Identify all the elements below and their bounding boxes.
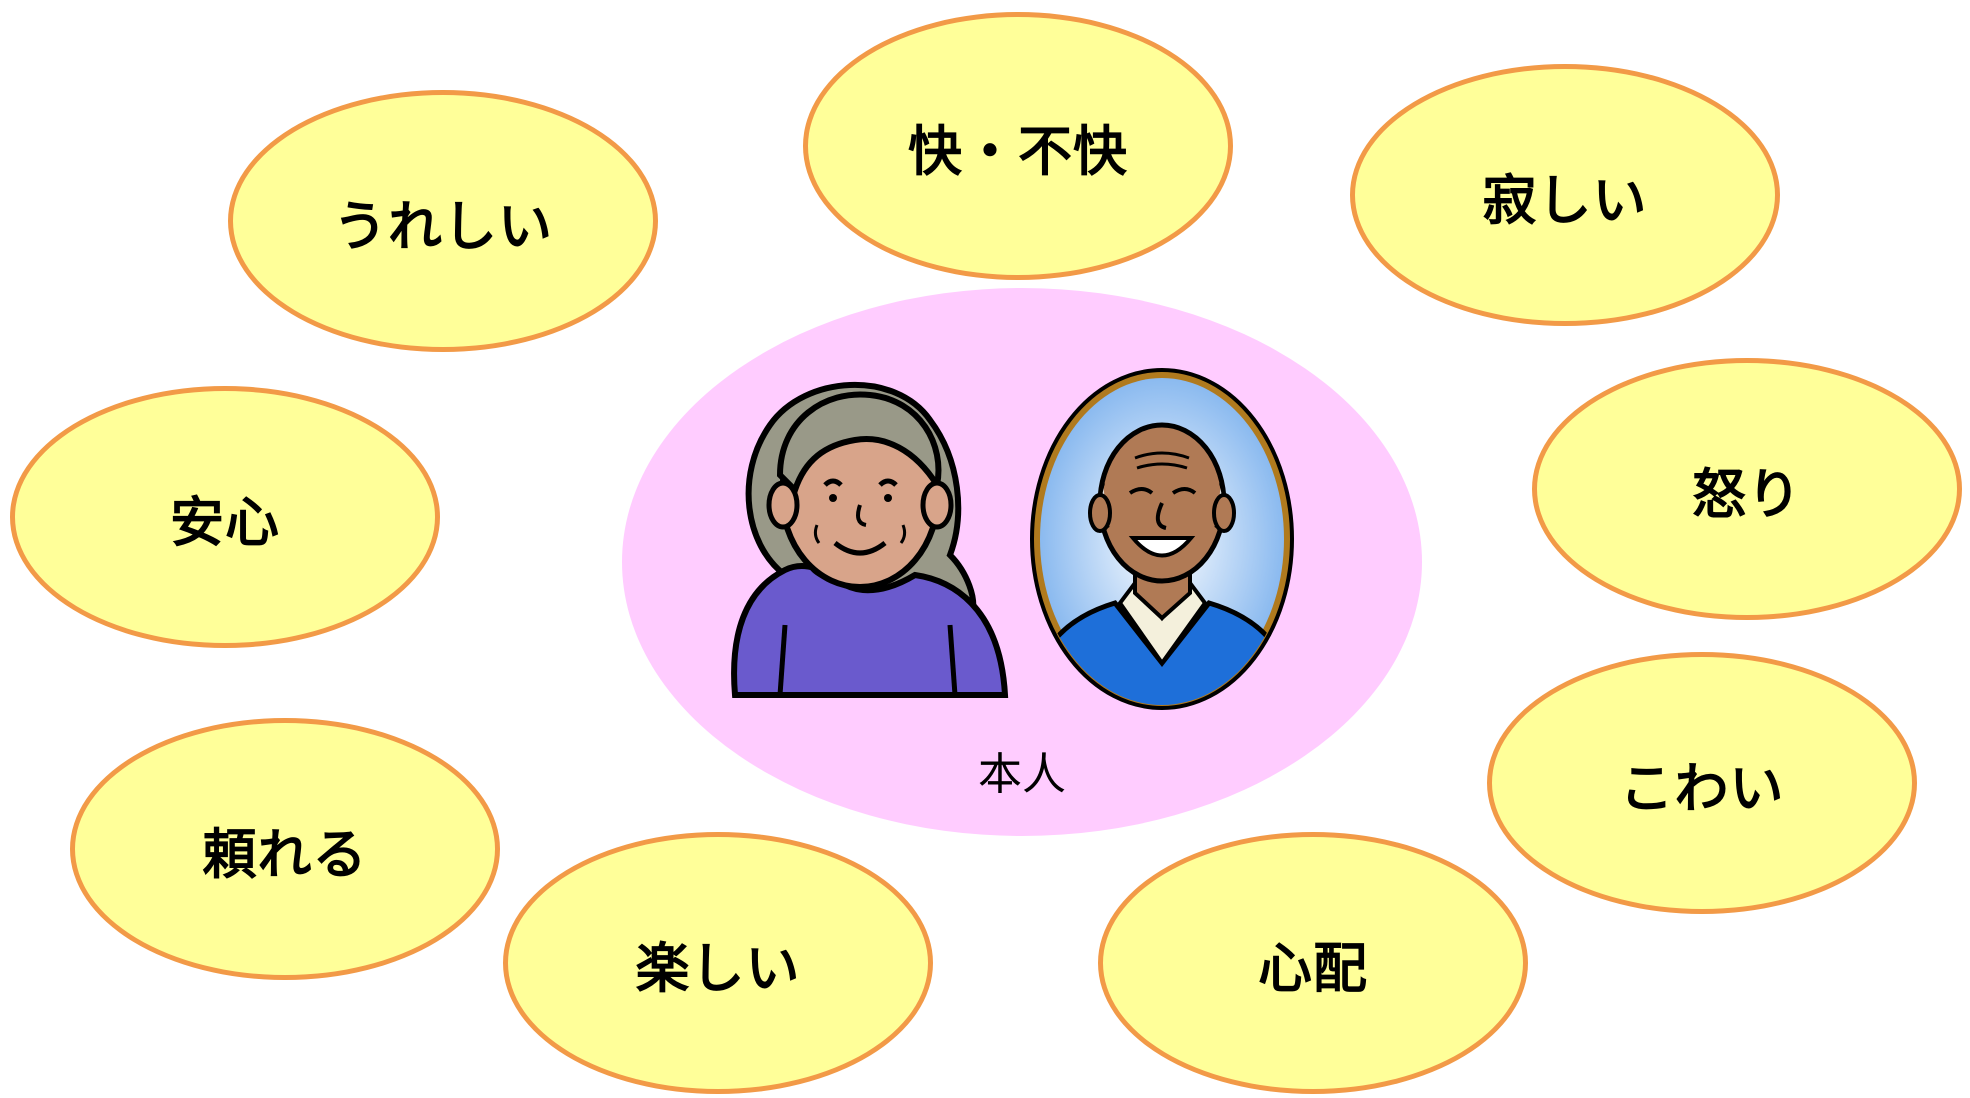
emotion-label: 快・不快 (908, 119, 1128, 183)
emotion-bubble-ikari: 怒り (1532, 358, 1962, 620)
center-person-label: 本人 (978, 749, 1066, 800)
emotion-label: 寂しい (1482, 168, 1648, 232)
elderly-woman-illustration (731, 381, 1009, 698)
emotion-bubble-kowai: こわい (1487, 652, 1917, 914)
emotion-bubble-sabishii: 寂しい (1350, 64, 1780, 326)
emotion-bubble-anshin: 安心 (10, 386, 440, 648)
emotion-bubble-shinpai: 心配 (1098, 832, 1528, 1094)
emotion-label: 楽しい (635, 936, 801, 1000)
emotion-bubble-tayoreru: 頼れる (70, 718, 500, 980)
elderly-man-portrait-illustration (1030, 368, 1294, 710)
emotion-label: 頼れる (202, 822, 368, 886)
emotion-bubble-kai-fukai: 快・不快 (803, 12, 1233, 280)
emotion-label: 心配 (1258, 936, 1368, 1000)
emotion-bubble-ureshii: うれしい (228, 90, 658, 352)
emotion-label: 怒り (1692, 462, 1802, 526)
emotion-bubble-tanoshii: 楽しい (503, 832, 933, 1094)
emotion-label: 安心 (170, 490, 280, 554)
emotion-label: うれしい (333, 194, 553, 258)
emotion-label: こわい (1619, 756, 1785, 820)
